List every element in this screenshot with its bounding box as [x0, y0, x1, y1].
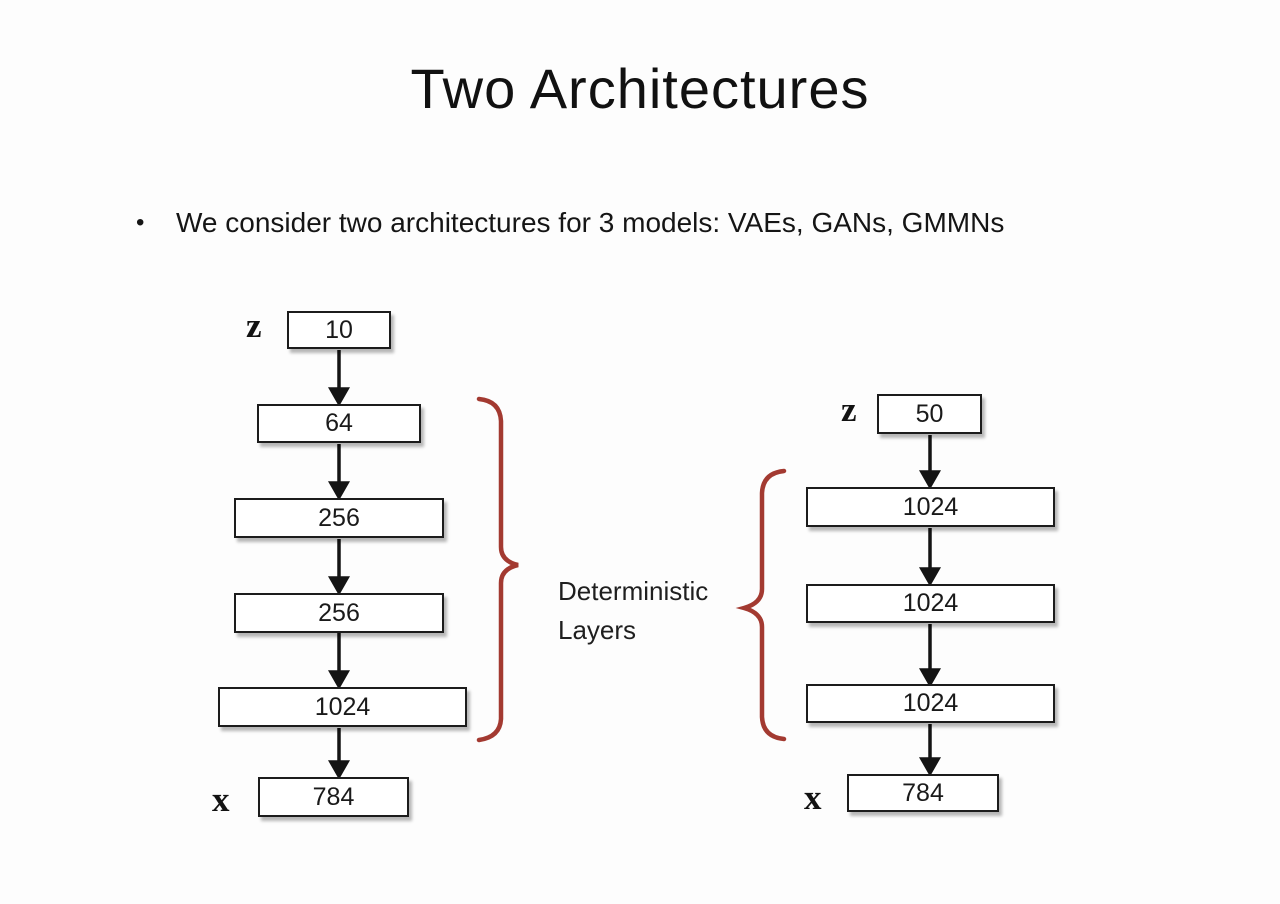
left-layer-box-0: 10	[287, 311, 391, 349]
right-arrow-down-2	[918, 528, 942, 587]
brace-label: Deterministic Layers	[558, 572, 708, 650]
left-arrow-down-4	[327, 633, 351, 690]
right-output-label: x	[804, 778, 822, 817]
left-layer-box-5: 784	[258, 777, 409, 817]
brace-label-line1: Deterministic	[558, 576, 709, 606]
left-arrow-down-1	[327, 350, 351, 407]
slide-title: Two Architectures	[410, 57, 870, 120]
right-layer-box-0: 50	[877, 394, 982, 434]
left-layer-box-4: 1024	[218, 687, 467, 727]
right-layer-box-3: 1024	[806, 684, 1055, 723]
bullet-text: We consider two architectures for 3 mode…	[176, 207, 1005, 238]
right-arrow-down-3	[918, 624, 942, 688]
bullet-item: • We consider two architectures for 3 mo…	[136, 207, 1166, 239]
right-layer-box-2: 1024	[806, 584, 1055, 623]
bullet-marker: •	[136, 209, 145, 236]
brace-left-of-right-network	[735, 468, 787, 742]
right-arrow-down-4	[918, 724, 942, 777]
left-layer-box-1: 64	[257, 404, 421, 443]
right-input-label: z	[841, 390, 857, 429]
left-layer-box-3: 256	[234, 593, 444, 633]
right-arrow-down-1	[918, 435, 942, 490]
left-input-label: z	[246, 306, 262, 345]
left-layer-box-2: 256	[234, 498, 444, 538]
left-arrow-down-3	[327, 539, 351, 596]
right-layer-box-1: 1024	[806, 487, 1055, 527]
left-arrow-down-2	[327, 444, 351, 501]
right-layer-box-4: 784	[847, 774, 999, 812]
brace-right-of-left-network	[476, 396, 519, 743]
left-output-label: x	[212, 780, 230, 819]
brace-label-line2: Layers	[558, 615, 637, 645]
left-arrow-down-5	[327, 728, 351, 780]
